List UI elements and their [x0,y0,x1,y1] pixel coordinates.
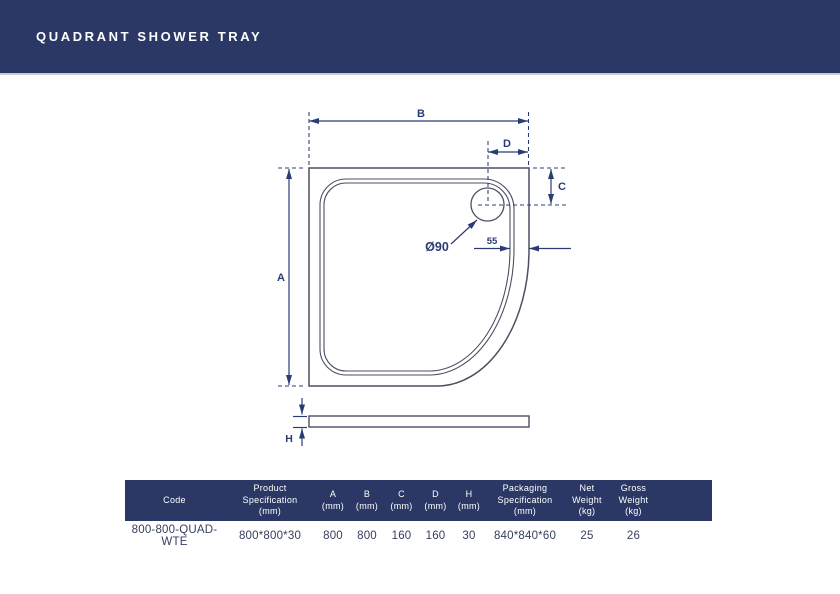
specification-table: Code Product Specification (mm) A (mm) B… [125,480,712,548]
col-header-net-weight: Net Weight (kg) [564,480,610,521]
label-rim-55: 55 [487,236,498,247]
cell-b: 800 [357,530,377,542]
dimension-lines [286,118,571,385]
label-B: B [417,108,425,120]
col-header-c: C (mm) [384,480,419,521]
cell-d: 160 [425,530,446,542]
tray-inner-rim-line-1 [319,178,515,376]
col-header-h: H (mm) [452,480,486,521]
tray-plan-view [308,167,530,387]
col-header-d: D (mm) [419,480,452,521]
page-title: QUADRANT SHOWER TRAY [36,29,263,44]
cell-h: 30 [462,530,476,542]
cell-gross-weight: 26 [626,530,641,542]
shower-tray-technical-drawing: B D C A Ø90 55 H [277,108,571,446]
table-row: 800-800-QUAD-WTE 800*800*30 800 800 160 … [125,521,712,548]
label-drain-diameter: Ø90 [425,240,449,254]
cell-a: 800 [323,530,343,542]
cell-packaging-spec: 840*840*60 [493,530,557,542]
col-header-b: B (mm) [350,480,384,521]
page-header-bar: QUADRANT SHOWER TRAY [0,0,840,75]
tray-side-view: H [285,398,530,446]
drain-leader-line [450,219,478,245]
label-A: A [277,272,285,284]
table-header-row: Code Product Specification (mm) A (mm) B… [125,480,712,521]
label-H: H [285,433,293,445]
col-header-code: Code [125,480,224,521]
cell-product-spec: 800*800*30 [238,530,302,542]
side-view-profile [308,415,530,428]
tray-inner-rim-line-2 [323,182,511,372]
cell-code: 800-800-QUAD-WTE [131,524,218,548]
cell-c: 160 [391,530,412,542]
col-header-product-spec: Product Specification (mm) [224,480,316,521]
col-header-gross-weight: Gross Weight (kg) [610,480,657,521]
col-header-a: A (mm) [316,480,350,521]
label-D: D [503,138,511,150]
col-header-packaging-spec: Packaging Specification (mm) [486,480,564,521]
col-header-spacer [657,480,712,521]
label-C: C [558,181,566,193]
cell-spacer [657,521,712,548]
cell-net-weight: 25 [580,530,594,542]
